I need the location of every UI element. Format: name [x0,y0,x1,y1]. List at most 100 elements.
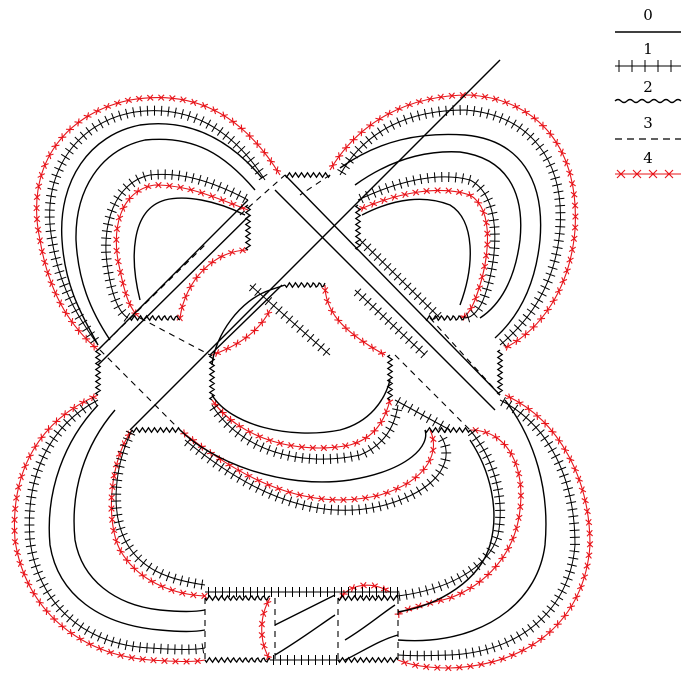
tick-mark [398,277,407,286]
cross-mark [361,203,366,212]
cross-mark [150,657,157,664]
tick-mark [179,575,184,586]
ticked-center-arc [211,404,399,460]
tick-mark [135,174,141,184]
tick-mark [531,423,541,432]
tick-mark [139,558,148,568]
tick-mark [79,404,87,414]
cross-mark [515,401,524,405]
tick-mark [412,175,416,186]
cross-mark [176,184,184,191]
tick-mark [510,634,516,645]
tick-mark [365,190,371,201]
tick-mark [559,473,569,478]
cross-mark [342,442,349,450]
cross-mark [265,437,274,443]
tick-mark [118,110,122,121]
tick-mark [142,171,147,182]
tick-mark [55,604,64,613]
tick-mark [204,176,209,187]
red-left-inner-loop [110,429,206,597]
tick-mark [46,594,56,601]
tick-mark [50,256,61,261]
cross-mark [56,301,65,306]
tick-mark [56,276,67,281]
tick-mark [159,568,164,579]
tick-mark [563,487,573,491]
cross-mark [512,104,521,109]
tick-mark [49,180,60,185]
tick-mark [371,188,377,198]
cross-mark [13,550,22,556]
legend-label-1: 1 [643,40,653,58]
cross-mark [234,468,243,473]
tick-mark [213,410,223,418]
tick-mark [114,464,125,468]
tick-mark [364,297,372,306]
cross-mark [569,602,573,611]
tick-mark [270,301,278,310]
tick-mark [42,588,52,595]
tick-mark [173,107,177,118]
cross-mark [12,505,19,513]
tick-mark [229,187,235,197]
cross-mark [117,652,125,658]
cross-mark [586,530,594,537]
cross-mark [331,161,335,170]
cross-mark [43,270,52,276]
tick-mark [544,441,554,448]
tick-mark [401,400,408,410]
tick-mark [433,311,442,320]
tick-mark [104,115,110,126]
solid-left-lower-loop-b [73,409,206,613]
tick-mark [550,453,561,459]
tick-mark [240,432,247,442]
tick-mark [44,223,55,225]
tick-mark [408,287,417,296]
cross-mark [524,407,533,411]
wavy-center-right-vert [386,354,394,401]
tick-mark [128,178,136,188]
tick-mark [438,420,444,430]
tick-mark [561,480,572,485]
tick-mark [363,243,372,252]
tick-mark [479,293,490,299]
ticked-right-inner-lower [397,429,501,597]
tick-mark [258,173,268,181]
cross-mark [364,433,368,442]
cross-mark [350,584,355,592]
cross-mark [114,258,122,265]
tick-mark [266,444,271,455]
cross-mark [67,320,77,324]
cross-mark [478,660,484,669]
tick-mark [423,302,432,310]
wavy-bottom-left-top [204,594,271,602]
wavy-right-horiz-lower [424,426,471,434]
tick-mark [454,172,457,183]
cross-mark [106,650,115,655]
tick-mark [113,303,123,310]
tick-mark [569,529,580,532]
tick-mark [471,647,475,658]
tick-mark [122,183,131,192]
tick-mark [118,450,128,455]
cross-mark [261,318,264,327]
tick-mark [301,500,306,511]
cross-mark [63,410,66,419]
cross-mark [571,467,579,472]
tick-mark [362,448,368,458]
tick-mark [413,292,422,301]
tick-mark [465,648,468,659]
cross-mark [165,182,173,189]
tick-mark [410,340,418,349]
wavy-bottom-left-bot [204,656,271,664]
cross-mark [113,236,120,244]
tick-mark [393,272,402,281]
cross-mark [219,252,224,261]
tick-mark [92,397,98,407]
tick-mark [458,649,461,660]
cross-mark [245,430,254,434]
tick-mark [484,644,489,655]
tick-mark [287,450,291,461]
